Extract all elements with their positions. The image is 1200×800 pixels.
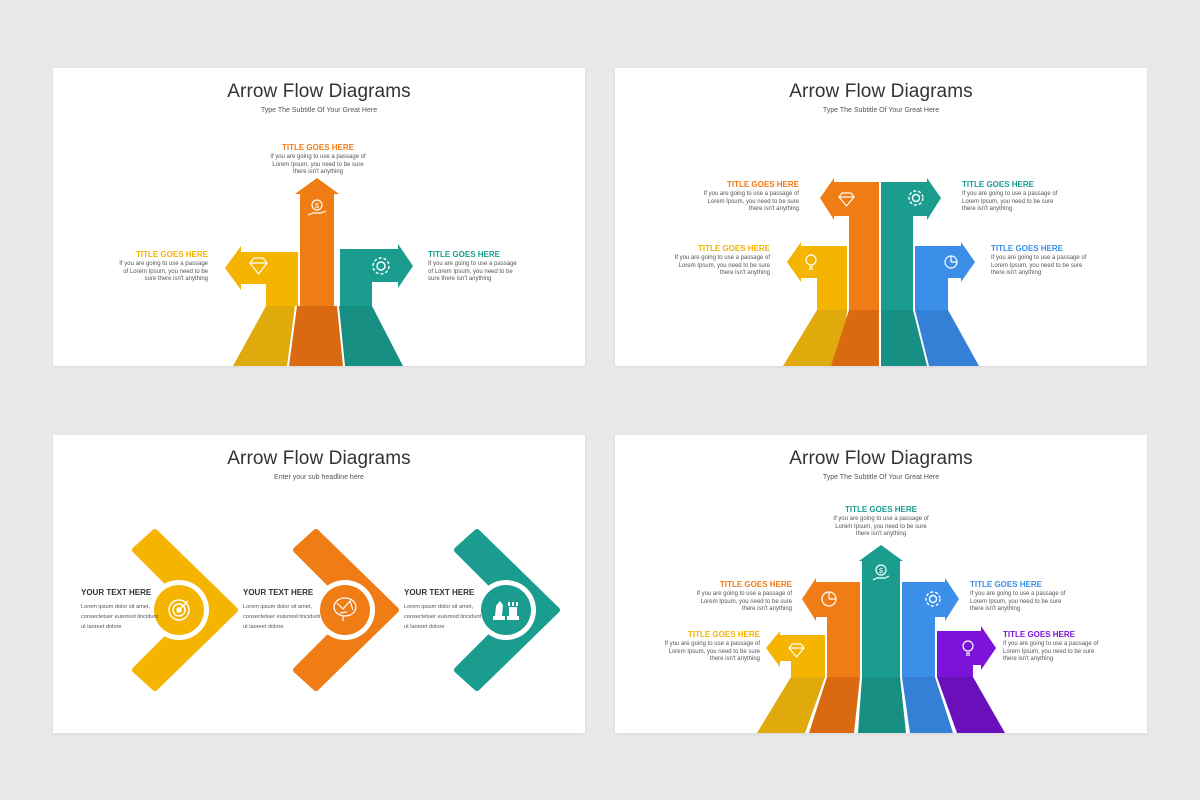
- item-title: TITLE GOES HERE: [726, 180, 799, 189]
- arrow-teal: [859, 545, 903, 677]
- pie-chart-icon: [944, 255, 958, 269]
- base-teal: [881, 310, 927, 366]
- svg-text:$: $: [315, 203, 319, 210]
- base-yellow: [233, 306, 295, 366]
- item-text: If you are going to use a passage of Lor…: [833, 516, 929, 538]
- base-teal: [339, 306, 403, 366]
- arrow-yellow: [225, 246, 298, 306]
- diamond-icon: [788, 643, 805, 658]
- diamond-icon: [249, 257, 268, 275]
- item-text: If you are going to use a passage of Lor…: [270, 154, 366, 176]
- slide-subtitle: Type The Subtitle Of Your Great Here: [822, 474, 940, 481]
- arrow-flow-diagram-1: $: [225, 178, 413, 366]
- item-title: TITLE GOES HERE: [844, 505, 917, 514]
- arrow-teal: [340, 244, 413, 306]
- item-title: YOUR TEXT HERE: [404, 588, 475, 597]
- item-title: TITLE GOES HERE: [970, 580, 1043, 589]
- item-title: TITLE GOES HERE: [281, 143, 354, 152]
- arrow-flow-diagram-4: $: [757, 545, 1005, 733]
- base-teal: [858, 677, 906, 733]
- item-text: If you are going to use a passage of Lor…: [428, 261, 517, 283]
- slide-title: Arrow Flow Diagrams: [789, 448, 973, 469]
- item-text: If you are going to use a passage of Lor…: [962, 191, 1058, 213]
- arrow-orange: [820, 178, 879, 310]
- money-hand-icon: $: [307, 199, 327, 216]
- diamond-icon: [838, 192, 855, 207]
- item-title: TITLE GOES HERE: [962, 180, 1035, 189]
- arrow-orange: [295, 178, 339, 306]
- arrow-blue: [915, 242, 975, 310]
- slide-title: Arrow Flow Diagrams: [227, 448, 411, 469]
- item-text: If you are going to use a passage of Lor…: [664, 641, 760, 663]
- item-title: TITLE GOES HERE: [1003, 630, 1076, 639]
- arrow-yellow: [787, 242, 847, 310]
- item-text: If you are going to use a passage of Lor…: [991, 255, 1087, 277]
- item-title: TITLE GOES HERE: [719, 580, 792, 589]
- item-text: If you are going to use a passage of Lor…: [674, 255, 770, 277]
- chevron-orange: [293, 529, 399, 691]
- base-orange: [831, 310, 879, 366]
- brain-icon: [333, 597, 357, 621]
- slide-title: Arrow Flow Diagrams: [227, 81, 411, 102]
- base-orange: [289, 306, 343, 366]
- item-title: YOUR TEXT HERE: [81, 588, 152, 597]
- money-hand-icon: $: [872, 564, 890, 581]
- arrow-orange: [802, 578, 860, 677]
- base-blue: [902, 677, 953, 733]
- target-icon: [168, 599, 190, 621]
- base-purple: [937, 677, 1005, 733]
- gear-icon: [908, 190, 924, 206]
- item-text: Lorem ipsum dolor sit amet, consectetuer…: [243, 604, 321, 630]
- arrow-purple: [937, 626, 996, 677]
- slide-title: Arrow Flow Diagrams: [789, 81, 973, 102]
- lightbulb-icon: [962, 640, 974, 656]
- item-text: If you are going to use a passage of Lor…: [703, 191, 799, 213]
- slide-subtitle: Type The Subtitle Of Your Great Here: [822, 107, 940, 114]
- item-title: TITLE GOES HERE: [697, 244, 770, 253]
- base-yellow: [783, 310, 847, 366]
- item-text: If you are going to use a passage of Lor…: [970, 591, 1066, 613]
- chevron-diagram: [132, 529, 560, 691]
- chevron-teal: [454, 529, 560, 691]
- item-title: TITLE GOES HERE: [428, 250, 501, 259]
- slide-3: Arrow Flow Diagrams Enter your sub headl…: [53, 435, 585, 733]
- chevron-yellow: [132, 529, 238, 691]
- slide-subtitle: Type The Subtitle Of Your Great Here: [260, 107, 378, 114]
- base-blue: [915, 310, 979, 366]
- gear-icon: [925, 591, 941, 607]
- pie-chart-icon: [821, 591, 837, 607]
- base-orange: [809, 677, 860, 733]
- lightbulb-icon: [805, 254, 817, 270]
- item-text: If you are going to use a passage of Lor…: [1003, 641, 1099, 663]
- item-text: Lorem ipsum dolor sit amet, consectetuer…: [81, 604, 159, 630]
- svg-text:$: $: [879, 568, 883, 575]
- item-title: TITLE GOES HERE: [687, 630, 760, 639]
- slide-1: Arrow Flow Diagrams Type The Subtitle Of…: [53, 68, 585, 366]
- arrow-yellow: [766, 631, 825, 677]
- item-title: TITLE GOES HERE: [991, 244, 1064, 253]
- item-text: If you are going to use a passage of Lor…: [696, 591, 792, 613]
- arrow-blue: [902, 578, 959, 677]
- item-title: YOUR TEXT HERE: [243, 588, 314, 597]
- item-title: TITLE GOES HERE: [135, 250, 208, 259]
- slide-4: Arrow Flow Diagrams Type The Subtitle Of…: [615, 435, 1147, 733]
- arrow-flow-diagram-2: [783, 178, 979, 366]
- item-text: If you are going to use a passage of Lor…: [119, 261, 208, 283]
- slide-2: Arrow Flow Diagrams Type The Subtitle Of…: [615, 68, 1147, 366]
- item-text: Lorem ipsum dolor sit amet, consectetuer…: [404, 604, 482, 630]
- arrow-teal: [881, 178, 941, 310]
- gear-icon: [372, 257, 390, 275]
- base-yellow: [757, 677, 825, 733]
- slide-subtitle: Enter your sub headline here: [274, 474, 364, 481]
- chess-icon: [493, 601, 519, 620]
